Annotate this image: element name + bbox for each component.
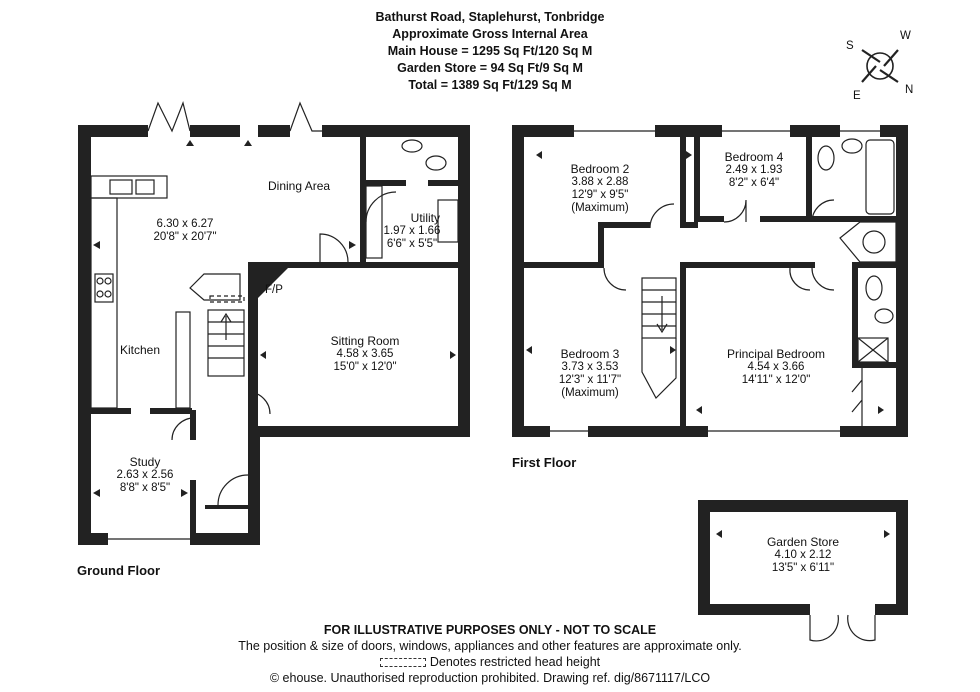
ground-stairs <box>207 309 245 377</box>
bedroom3-door <box>603 267 627 291</box>
bathroom-door <box>811 199 835 223</box>
compass-w: W <box>900 30 911 42</box>
compass-icon <box>861 49 899 83</box>
fireplace-label: F/P <box>265 284 283 296</box>
compass-e: E <box>853 90 861 102</box>
bedroom4-label: Bedroom 4 2.49 x 1.93 8'2" x 6'4" <box>724 150 784 190</box>
main-house-area: Main House = 1295 Sq Ft/120 Sq M <box>387 44 593 58</box>
headroom-legend: Denotes restricted head height <box>0 654 980 670</box>
restricted-height-swatch <box>379 658 426 668</box>
first-floor-walls <box>512 125 908 437</box>
dining-area-label: Dining Area <box>268 179 331 193</box>
kitchen-counter <box>90 197 118 409</box>
bedroom4-door <box>723 199 747 223</box>
sitting-door <box>319 233 349 263</box>
kitchen-sink-counter <box>90 175 168 199</box>
footer-note: The position & size of doors, windows, a… <box>238 639 742 653</box>
hall-door <box>247 391 271 415</box>
study-door <box>171 417 195 441</box>
kitchen-dining-dimensions: 6.30 x 6.27 20'8" x 20'7" <box>153 218 217 243</box>
ensuite-shower <box>857 337 889 363</box>
front-door <box>217 474 249 506</box>
total-area: Total = 1389 Sq Ft/129 Sq M <box>408 78 572 92</box>
bedroom2-label: Bedroom 2 3.88 x 2.88 12'9" x 9'5" (Maxi… <box>570 162 630 215</box>
airing-cupboard <box>839 221 897 263</box>
study-label: Study 2.63 x 2.56 8'8" x 8'5" <box>116 455 174 495</box>
sitting-room-label: Sitting Room 4.58 x 3.65 15'0" x 12'0" <box>330 334 400 374</box>
garden-store-label: Garden Store 4.10 x 2.12 13'5" x 6'11" <box>766 535 840 575</box>
disclaimer: FOR ILLUSTRATIVE PURPOSES ONLY - NOT TO … <box>323 623 657 637</box>
ensuite-wc <box>865 275 883 301</box>
bedroom2-door <box>649 203 675 229</box>
wardrobe <box>851 368 863 426</box>
bifold-door-left <box>147 101 191 133</box>
kitchen-label: Kitchen <box>120 343 161 357</box>
utility-label: Utility 1.97 x 1.66 6'6" x 5'5" <box>383 211 441 251</box>
restricted-height-area <box>209 295 245 303</box>
ensuite-door <box>811 267 835 291</box>
bifold-door-right <box>289 101 322 132</box>
bathroom-basin <box>841 138 863 154</box>
bath <box>865 139 895 215</box>
address-title: Bathurst Road, Staplehurst, Tonbridge <box>375 10 605 24</box>
area-title: Approximate Gross Internal Area <box>392 27 588 41</box>
first-floor-stairs <box>641 277 677 339</box>
compass-s: S <box>846 40 854 52</box>
first-floor-label: First Floor <box>512 455 577 470</box>
ensuite-basin <box>874 308 894 324</box>
hob <box>94 273 114 303</box>
principal-door <box>789 267 811 291</box>
ground-floor-label: Ground Floor <box>77 563 161 578</box>
principal-bedroom-label: Principal Bedroom 4.54 x 3.66 14'11" x 1… <box>726 347 826 387</box>
bedroom3-label: Bedroom 3 3.73 x 3.53 12'3" x 11'7" (Max… <box>558 347 622 400</box>
bathroom-wc <box>817 145 835 171</box>
garden-store-area: Garden Store = 94 Sq Ft/9 Sq M <box>397 61 583 75</box>
copyright: © ehouse. Unauthorised reproduction proh… <box>269 671 711 685</box>
compass-n: N <box>905 84 914 96</box>
garden-store-walls <box>698 500 908 615</box>
garden-store-doors <box>809 614 876 642</box>
